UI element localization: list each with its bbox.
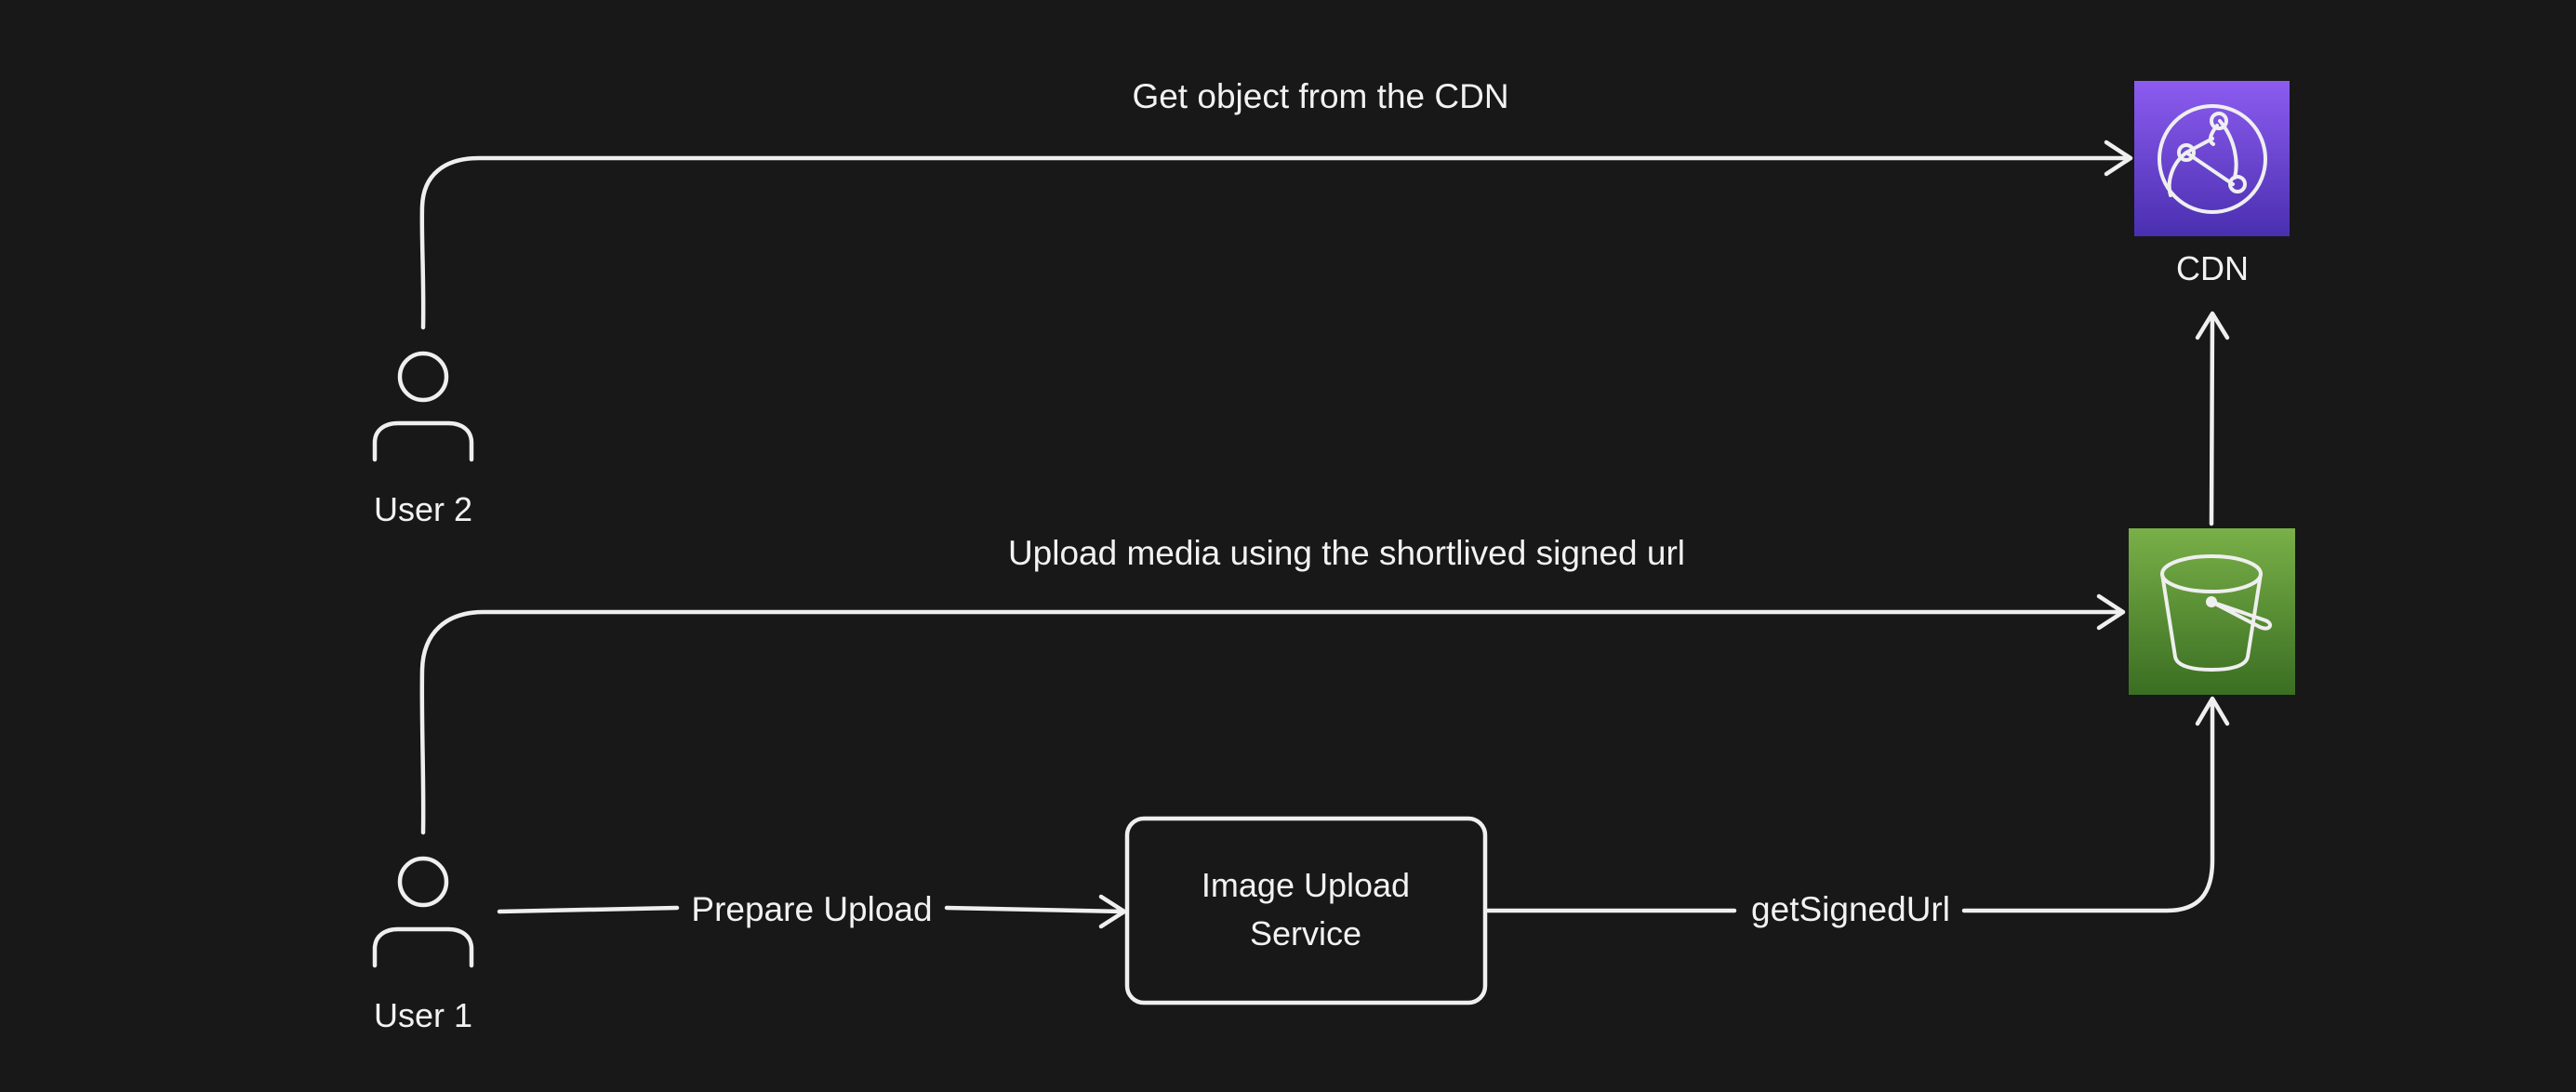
edge-get-object-line xyxy=(419,155,2132,330)
image-upload-service-box xyxy=(1124,816,1488,1005)
edge-upload-media[interactable] xyxy=(419,593,2126,835)
user-1-label: User 1 xyxy=(374,996,472,1034)
s3-bucket-icon xyxy=(2160,554,2272,672)
edge-prepare-upload[interactable] xyxy=(497,894,1127,929)
image-upload-service-label-line1: Image Upload xyxy=(1202,866,1410,904)
cloudfront-cdn-icon xyxy=(2158,104,2267,214)
cdn-node[interactable]: CDN xyxy=(2134,81,2290,287)
edge-get-signed-url-line-right xyxy=(1961,697,2215,913)
edge-prepare-upload-label: Prepare Upload xyxy=(691,890,932,928)
user-icon xyxy=(372,351,474,462)
edge-get-signed-url-label: getSignedUrl xyxy=(1751,890,1950,928)
edge-get-signed-url[interactable] xyxy=(1485,696,2230,913)
edge-prepare-upload-line-right xyxy=(944,905,1126,914)
edge-get-object[interactable] xyxy=(419,140,2133,330)
edge-upload-media-line xyxy=(419,609,2125,835)
s3-bucket-node[interactable] xyxy=(2129,528,2295,695)
edge-bucket-to-cdn-line xyxy=(2209,312,2215,526)
user-2[interactable]: User 2 xyxy=(372,351,474,528)
user-2-label: User 2 xyxy=(374,490,472,528)
edge-get-object-label: Get object from the CDN xyxy=(1132,77,1508,115)
image-upload-service-label-line2: Service xyxy=(1250,914,1361,952)
edge-upload-media-label: Upload media using the shortlived signed… xyxy=(1008,534,1685,572)
image-upload-service-node[interactable]: Image Upload Service xyxy=(1124,816,1488,1005)
edge-get-signed-url-arrowhead xyxy=(2195,696,2230,726)
cdn-label: CDN xyxy=(2176,249,2249,287)
edge-bucket-to-cdn[interactable] xyxy=(2195,311,2230,526)
edge-prepare-upload-arrowhead xyxy=(1098,894,1127,929)
edge-get-object-arrowhead xyxy=(2104,140,2133,177)
user-1[interactable]: User 1 xyxy=(372,856,474,1034)
edge-upload-media-arrowhead xyxy=(2096,593,2126,631)
edge-bucket-to-cdn-arrowhead xyxy=(2195,311,2230,340)
edge-prepare-upload-line-left xyxy=(497,905,680,914)
user-icon xyxy=(372,856,474,968)
